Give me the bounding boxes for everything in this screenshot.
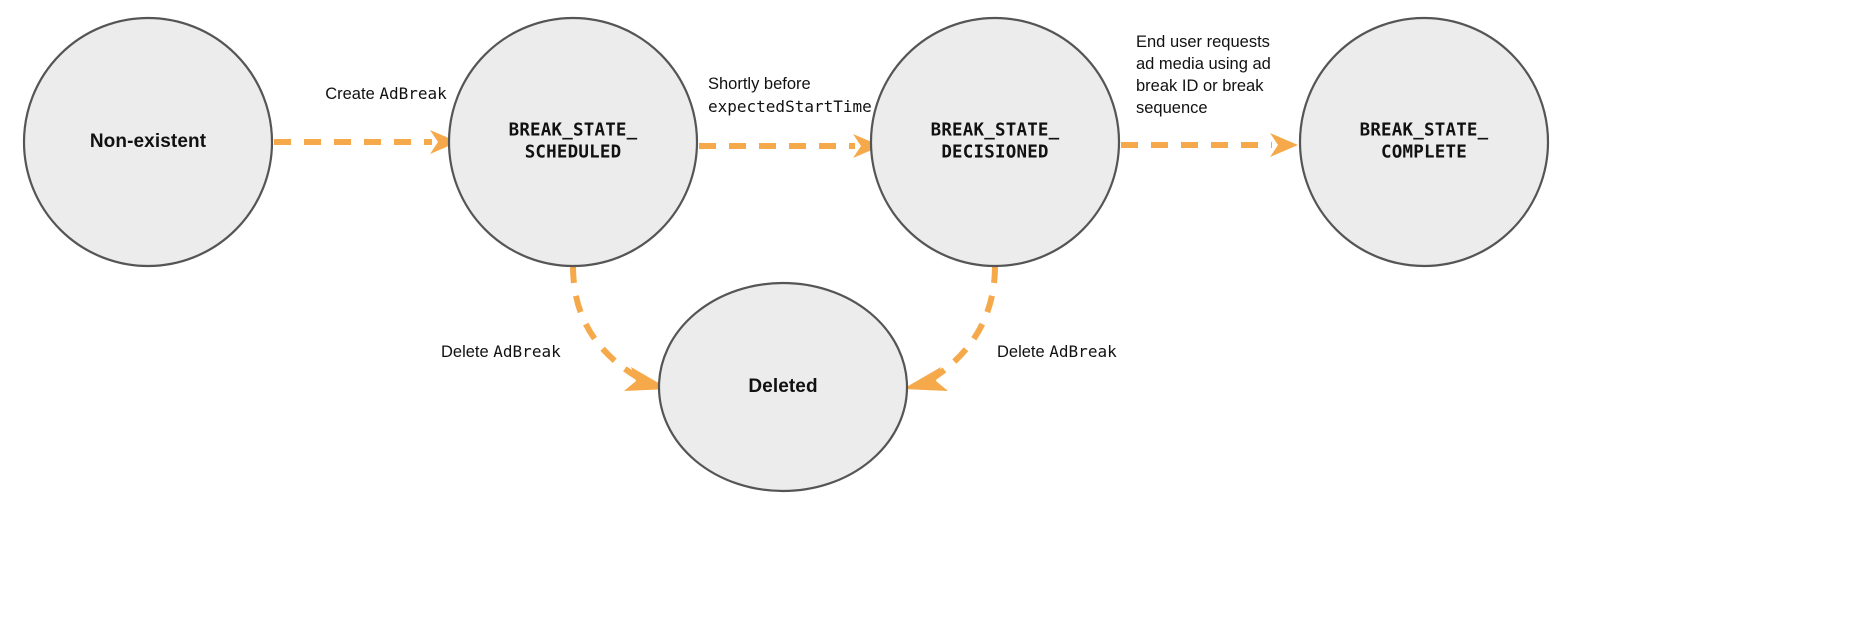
arrowhead-icon <box>1270 133 1298 157</box>
edge-create-adbreak[interactable] <box>274 130 458 154</box>
edge-line <box>928 265 998 383</box>
state-node-break-state-scheduled[interactable] <box>447 16 699 268</box>
edge-line <box>570 265 644 383</box>
state-node-break-state-complete[interactable] <box>1298 16 1550 268</box>
edge-shortly-before[interactable] <box>699 134 881 158</box>
arrowhead-icon <box>853 134 881 158</box>
edge-delete-from-decisioned[interactable] <box>903 265 998 391</box>
state-node-break-state-decisioned[interactable] <box>869 16 1121 268</box>
arrowhead-icon <box>903 367 948 391</box>
arrowhead-icon <box>430 130 458 154</box>
edge-end-user-requests[interactable] <box>1121 133 1298 157</box>
state-node-deleted[interactable] <box>657 281 909 493</box>
arrowhead-icon <box>624 367 669 391</box>
state-node-non-existent[interactable] <box>22 16 274 268</box>
edge-delete-from-scheduled[interactable] <box>570 265 669 391</box>
